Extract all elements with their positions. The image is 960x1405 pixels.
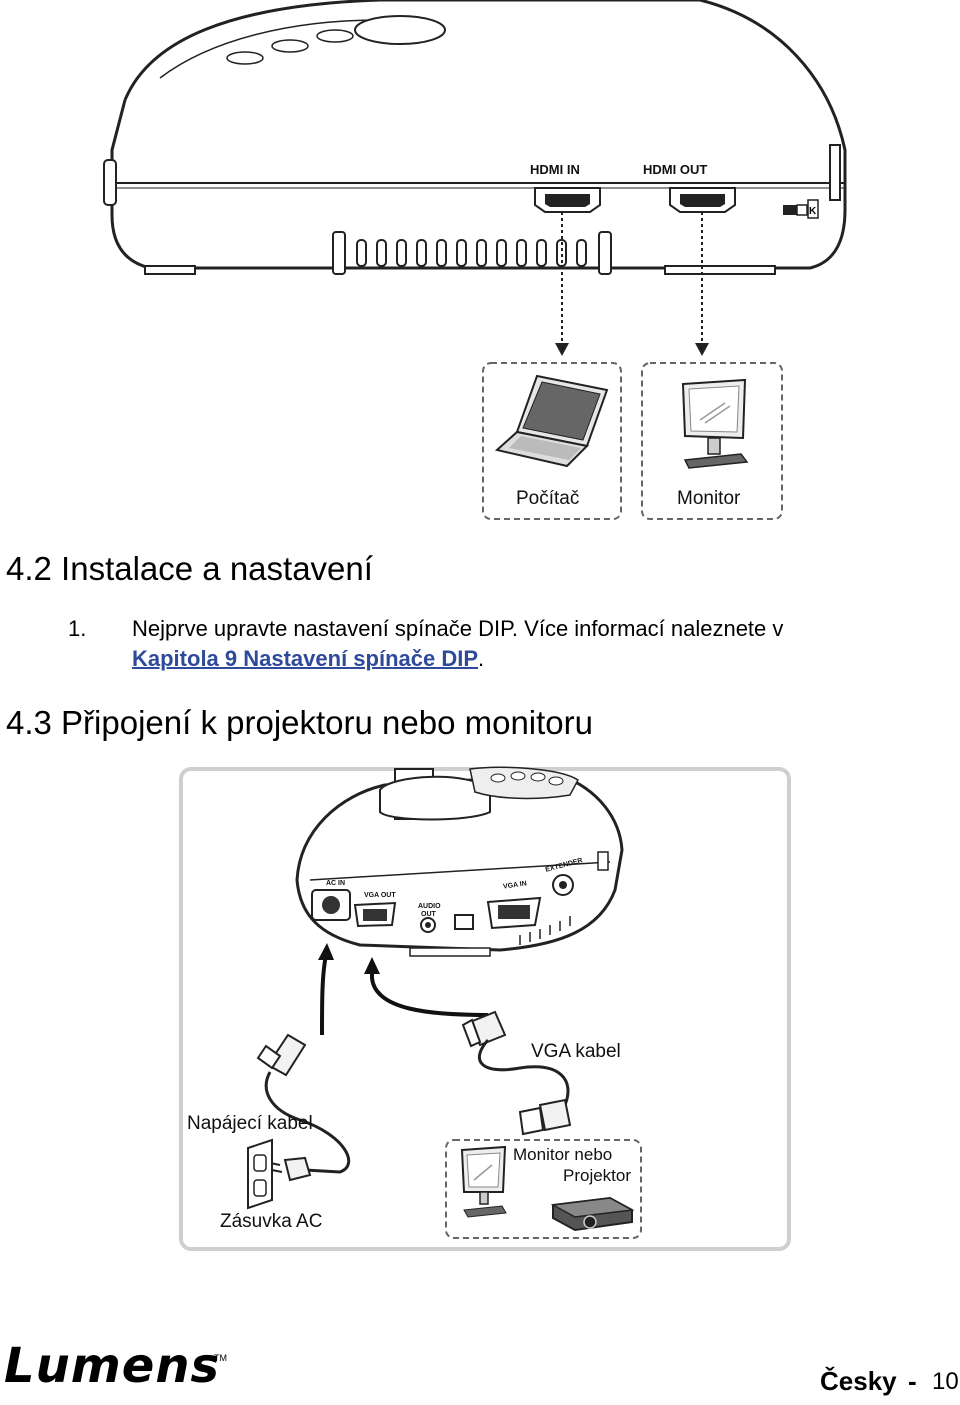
page-number: 10 [932,1368,959,1396]
ac-outlet-icon [248,1140,272,1208]
lumens-logo: Lumens [4,1338,220,1394]
audio-out-label-1: AUDIO [418,903,441,910]
power-cable-label: Napájecí kabel [187,1113,313,1135]
ac-in-label: AC IN [326,880,345,887]
footer-separator: - [908,1366,917,1397]
monitor-projector-label-1: Monitor nebo [513,1145,612,1165]
vga-out-label: VGA OUT [364,892,396,899]
monitor-projector-label-2: Projektor [563,1166,631,1186]
ac-outlet-label: Zásuvka AC [220,1211,322,1233]
vga-cable-label: VGA kabel [531,1041,621,1063]
audio-out-label-2: OUT [421,911,436,918]
trademark-mark: TM [214,1353,227,1363]
footer-language: Česky [820,1366,897,1397]
